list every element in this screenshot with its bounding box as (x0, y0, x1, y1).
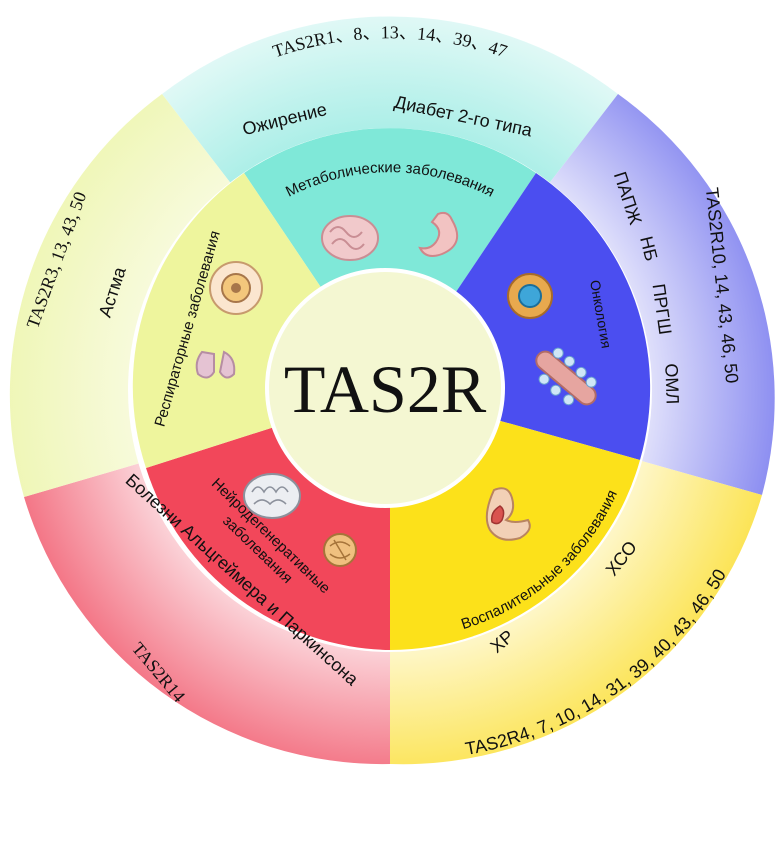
cancer-cell-icon (507, 273, 553, 319)
tumor-vessel-icon (535, 347, 597, 406)
disease-oml: ОМЛ (661, 363, 682, 404)
nasal-cavity-icon (485, 487, 531, 541)
stomach-icon (418, 211, 459, 257)
neuron-icon (323, 533, 357, 567)
inner-sector-metabolic (244, 128, 536, 391)
center-circle (265, 268, 505, 508)
airway-cross-section-icon (209, 261, 263, 315)
intestine-icon (321, 215, 379, 261)
brain-icon (243, 473, 301, 519)
center-title: TAS2R (284, 351, 487, 427)
lung-icon (195, 350, 236, 379)
